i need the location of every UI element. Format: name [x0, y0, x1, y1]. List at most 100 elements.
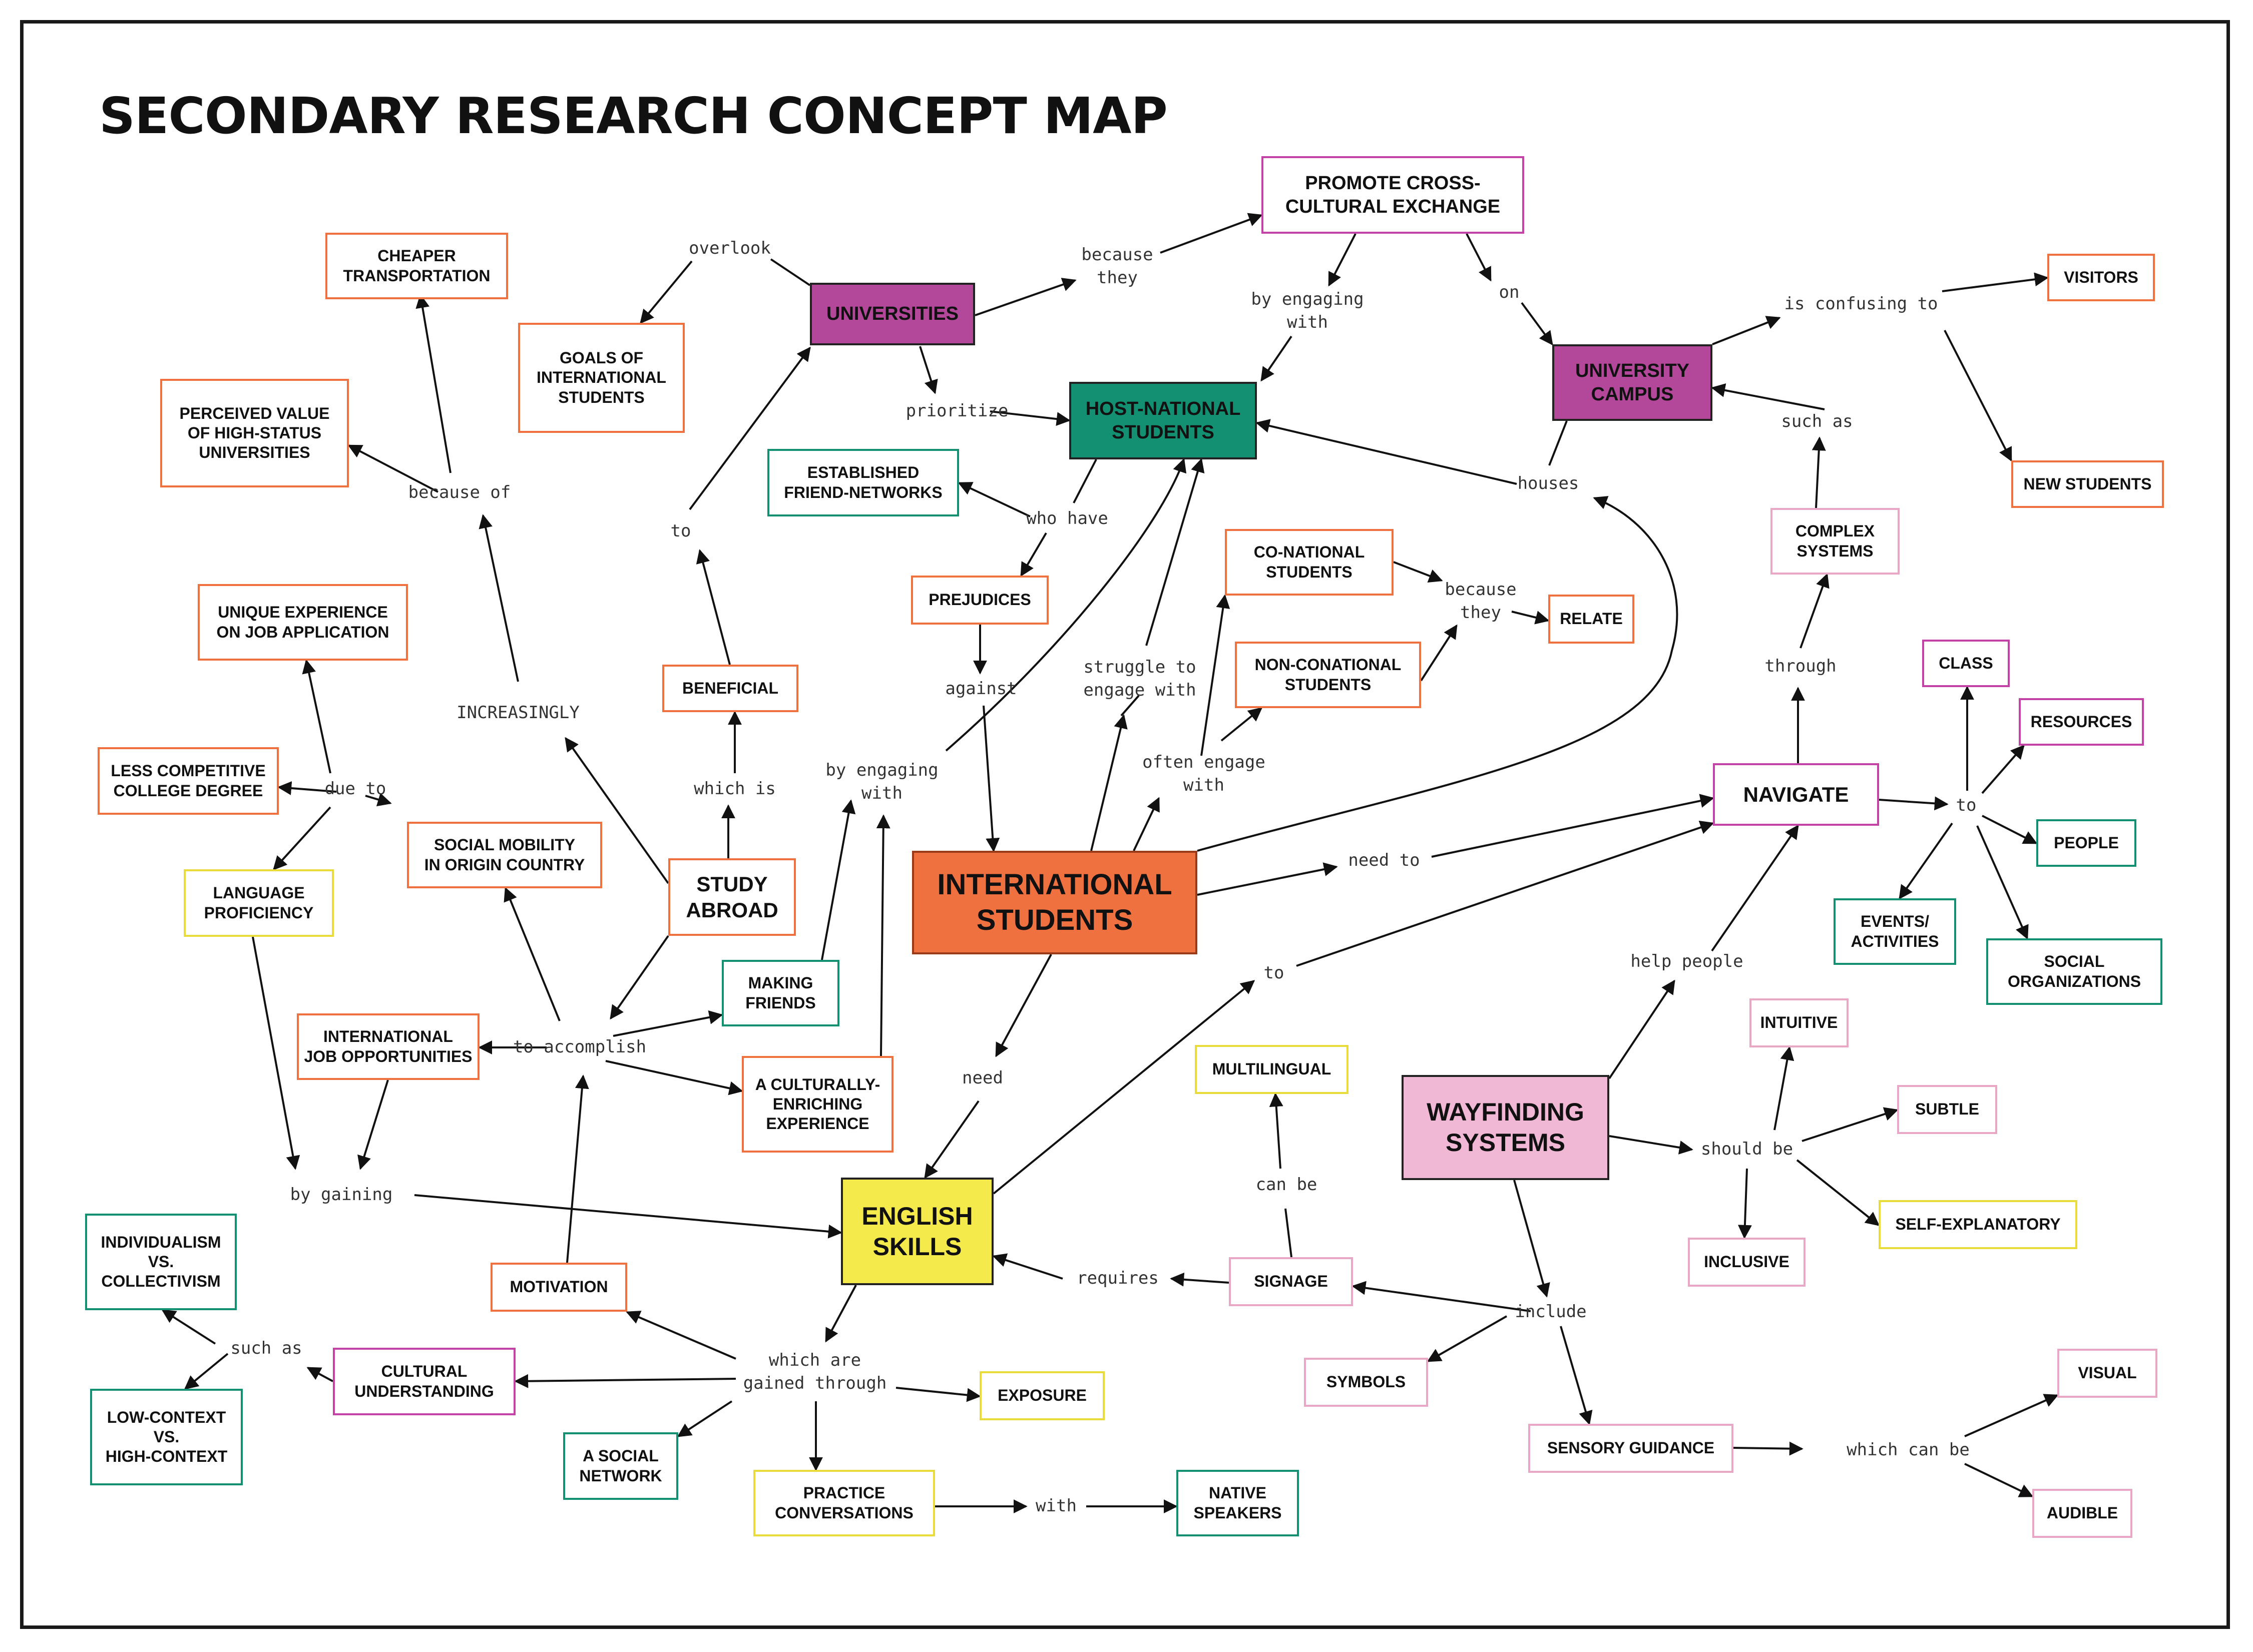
connector-line: [504, 887, 561, 1021]
connector-line: [1879, 796, 1949, 811]
connector-line: [1393, 561, 1443, 583]
connector-line: [1170, 1272, 1229, 1287]
connector-line: [1296, 820, 1714, 967]
page-title: SECONDARY RESEARCH CONCEPT MAP: [99, 87, 1168, 145]
connector-line: [895, 1387, 981, 1402]
node-international-job-opportunities: INTERNATIONAL JOB OPPORTUNITIES: [297, 1013, 480, 1080]
node-exposure: EXPOSURE: [980, 1371, 1105, 1420]
connector-line: [1197, 862, 1338, 896]
connector-line: [1328, 233, 1357, 287]
node-multilingual: MULTILINGUAL: [1195, 1045, 1348, 1094]
connector-line: [1200, 594, 1230, 756]
link-need-to: need to: [1348, 850, 1420, 871]
node-native-speakers: NATIVE SPEAKERS: [1176, 1470, 1299, 1536]
connector-line: [1197, 496, 1678, 852]
node-language-proficiency: LANGUAGE PROFICIENCY: [184, 869, 334, 937]
connector-line: [306, 1367, 333, 1382]
link-by-gaining: by gaining: [290, 1185, 393, 1205]
node-people: PEOPLE: [2036, 819, 2136, 867]
node-individualism-collectivism: INDIVIDUALISM VS. COLLECTIVISM: [85, 1214, 237, 1310]
connector-line: [1427, 1315, 1507, 1362]
link-include: include: [1515, 1302, 1587, 1322]
node-events-activities: EVENTS/ ACTIVITIES: [1834, 898, 1956, 965]
connector-line: [1733, 1441, 1804, 1456]
connector-line: [995, 954, 1052, 1057]
connector-line: [302, 659, 331, 774]
connector-line: [1511, 611, 1550, 625]
link-increasingly: INCREASINGLY: [457, 703, 580, 723]
link-houses: houses: [1517, 473, 1579, 494]
link-overlook: overlook: [689, 238, 771, 259]
link-which-can-be: which can be: [1847, 1440, 1970, 1460]
connector-line: [365, 793, 392, 807]
node-a-social-network: A SOCIAL NETWORK: [563, 1432, 678, 1500]
connector-line: [945, 458, 1187, 752]
connector-line: [992, 1253, 1063, 1280]
connector-line: [1351, 1281, 1531, 1312]
node-perceived-value: PERCEIVED VALUE OF HIGH-STATUS UNIVERSIT…: [160, 379, 349, 487]
connector-line: [1899, 822, 1953, 900]
link-requires: requires: [1077, 1268, 1159, 1289]
connector-line: [1145, 458, 1205, 646]
connector-line: [1801, 1107, 1899, 1142]
connector-line: [161, 1309, 216, 1345]
link-against: against: [945, 679, 1017, 699]
node-new-students: NEW STUDENTS: [2011, 460, 2164, 508]
connector-line: [821, 799, 856, 960]
connector-line: [626, 1311, 736, 1360]
connector-line: [414, 1194, 842, 1239]
connector-line: [1431, 794, 1714, 858]
node-non-conational-students: NON-CONATIONAL STUDENTS: [1235, 642, 1421, 708]
connector-line: [924, 1100, 980, 1179]
node-visitors: VISITORS: [2047, 254, 2155, 301]
connector-line: [1020, 532, 1047, 577]
connector-line: [415, 294, 452, 473]
link-should-be: should be: [1700, 1139, 1793, 1160]
link-by-engaging-with-1: by engaging with: [1251, 289, 1364, 332]
link-because-of: because of: [408, 482, 511, 503]
connector-line: [277, 781, 337, 795]
node-culturally-enriching: A CULTURALLY- ENRICHING EXPERIENCE: [742, 1056, 893, 1153]
link-prioritize: prioritize: [906, 401, 1009, 421]
connector-line: [1466, 233, 1492, 282]
connector-line: [1944, 330, 2012, 462]
connector-line: [640, 260, 693, 324]
node-symbols: SYMBOLS: [1304, 1358, 1428, 1407]
connector-line: [1737, 1168, 1752, 1239]
node-audible: AUDIBLE: [2032, 1489, 2132, 1538]
connector-line: [1120, 695, 1140, 717]
node-less-competitive-degree: LESS COMPETITIVE COLLEGE DEGREE: [98, 747, 279, 815]
link-to-2: to: [1956, 795, 1977, 816]
connector-line: [1608, 979, 1675, 1079]
node-co-national-students: CO-NATIONAL STUDENTS: [1225, 529, 1394, 596]
connector-line: [1073, 459, 1097, 503]
connector-line: [1799, 573, 1830, 649]
connector-line: [1773, 1046, 1794, 1131]
connector-line: [610, 935, 669, 1020]
connector-line: [566, 1074, 589, 1263]
link-often-engage-with: often engage with: [1142, 752, 1265, 795]
connector-line: [919, 346, 938, 394]
node-signage: SIGNAGE: [1229, 1257, 1353, 1306]
connector-line: [677, 1400, 733, 1437]
node-host-national-students: HOST-NATIONAL STUDENTS: [1069, 382, 1257, 459]
connector-line: [1981, 744, 2025, 794]
link-such-as-2: such as: [230, 1338, 302, 1359]
node-making-friends: MAKING FRIENDS: [722, 960, 839, 1026]
link-such-as-1: such as: [1781, 411, 1853, 432]
link-with: with: [1036, 1496, 1077, 1516]
connector-line: [357, 1079, 389, 1170]
node-inclusive: INCLUSIVE: [1688, 1238, 1806, 1287]
connector-line: [993, 980, 1255, 1195]
connector-line: [1090, 714, 1128, 851]
connector-line: [1284, 1208, 1292, 1258]
connector-line: [565, 737, 669, 884]
connector-line: [1521, 302, 1553, 346]
connector-line: [613, 1010, 723, 1037]
connector-line: [273, 806, 331, 871]
connector-line: [1260, 335, 1292, 382]
connector-line: [975, 278, 1077, 316]
node-resources: RESOURCES: [2019, 698, 2144, 746]
node-sensory-guidance: SENSORY GUIDANCE: [1528, 1424, 1733, 1473]
node-cultural-understanding: CULTURAL UNDERSTANDING: [333, 1348, 516, 1415]
